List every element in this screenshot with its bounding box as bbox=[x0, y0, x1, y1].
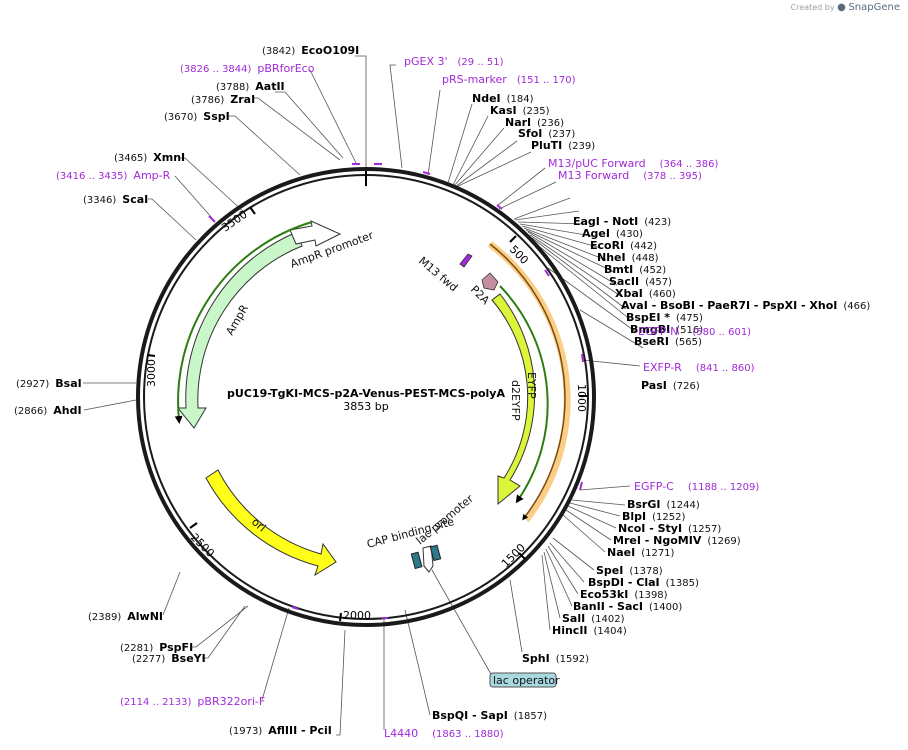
ampr-promoter-arrow bbox=[289, 220, 342, 247]
left-primer-labels: (3826 .. 3844)pBRforEco (3416 .. 3435)Am… bbox=[56, 62, 315, 708]
lac-promoter-arrow bbox=[422, 545, 434, 573]
tick-1000: 1000 bbox=[575, 384, 588, 412]
site-bmgbi[interactable]: BmgBI(516) bbox=[630, 323, 703, 336]
site-mrei-ngomiv[interactable]: MreI - NgoMIV(1269) bbox=[613, 534, 741, 547]
site-spei[interactable]: SpeI(1378) bbox=[596, 564, 663, 577]
m13-fwd-arrow bbox=[459, 253, 473, 268]
primer-egfp-n[interactable]: EGFP-N(580 .. 601) bbox=[638, 325, 751, 338]
site-zrai[interactable]: (3786)ZraI bbox=[191, 93, 255, 106]
site-sali[interactable]: SalI(1402) bbox=[562, 612, 625, 625]
left-site-labels: (3842)EcoO109I (3788)AatII (3786)ZraI (3… bbox=[14, 44, 359, 737]
snapgene-logo: ● bbox=[837, 2, 846, 13]
right-primer-labels: M13/pUC Forward(364 .. 386) M13 Forward(… bbox=[384, 157, 759, 740]
credit-text: Created by bbox=[790, 3, 835, 12]
site-bmti[interactable]: BmtI(452) bbox=[604, 263, 666, 276]
plasmid-length: 3853 bp bbox=[343, 400, 388, 413]
ampr-cds-line bbox=[174, 221, 313, 424]
primer-m13-puc-forward[interactable]: M13/pUC Forward(364 .. 386) bbox=[548, 157, 718, 170]
site-xmni[interactable]: (3465)XmnI bbox=[114, 151, 185, 164]
site-sspi[interactable]: (3670)SspI bbox=[164, 110, 230, 123]
site-bspdi-clai[interactable]: BspDI - ClaI(1385) bbox=[588, 576, 699, 589]
site-blpi[interactable]: BlpI(1252) bbox=[622, 510, 685, 523]
site-sphi[interactable]: SphI(1592) bbox=[522, 652, 589, 665]
backbone-outer bbox=[136, 167, 596, 627]
site-ncoi-styi[interactable]: NcoI - StyI(1257) bbox=[618, 522, 721, 535]
site-xbai[interactable]: XbaI(460) bbox=[615, 287, 676, 300]
site-eagi-noti[interactable]: EagI - NotI(423) bbox=[573, 215, 671, 228]
eyfp-cds-line bbox=[499, 285, 549, 504]
tick-2000: 2000 bbox=[343, 609, 371, 622]
leader-lines bbox=[83, 55, 644, 736]
site-nari[interactable]: NarI(236) bbox=[505, 116, 564, 129]
label-d2eyfp: d2EYFP bbox=[509, 380, 522, 421]
site-pspfi[interactable]: (2281)PspFI bbox=[120, 641, 193, 654]
site-nhei[interactable]: NheI(448) bbox=[597, 251, 659, 264]
site-eco53ki[interactable]: Eco53kI(1398) bbox=[580, 588, 668, 601]
site-ecori[interactable]: EcoRI(442) bbox=[590, 239, 657, 252]
site-scai[interactable]: (3346)ScaI bbox=[83, 193, 148, 206]
site-alwni[interactable]: (2389)AlwNI bbox=[88, 610, 163, 623]
primer-marks bbox=[208, 163, 584, 619]
cap-binding-site bbox=[410, 551, 423, 570]
primer-pgex-3[interactable]: pGEX 3'(29 .. 51) bbox=[404, 55, 504, 68]
credit-brand: SnapGene bbox=[848, 2, 900, 13]
site-bsrgi[interactable]: BsrGI(1244) bbox=[627, 498, 700, 511]
site-aatii[interactable]: (3788)AatII bbox=[216, 80, 285, 93]
site-banii-saci[interactable]: BanII - SacI(1400) bbox=[573, 600, 682, 613]
label-ampr: AmpR bbox=[223, 302, 251, 337]
tick-3000: 3000 bbox=[145, 359, 158, 387]
top-primer-labels: pGEX 3'(29 .. 51) pRS-marker(151 .. 170) bbox=[404, 55, 576, 86]
eyfp-arrow bbox=[491, 293, 536, 506]
site-sfoi[interactable]: SfoI(237) bbox=[518, 127, 575, 140]
site-sacii[interactable]: SacII(457) bbox=[609, 275, 672, 288]
site-bspqi-sapi[interactable]: BspQI - SapI(1857) bbox=[432, 709, 547, 722]
site-ahdi[interactable]: (2866)AhdI bbox=[14, 404, 82, 417]
tick-1500: 1500 bbox=[499, 541, 528, 570]
site-agei[interactable]: AgeI(430) bbox=[582, 227, 643, 240]
site-ecoo109i[interactable]: (3842)EcoO109I bbox=[262, 44, 359, 57]
site-pasi[interactable]: PasI(726) bbox=[641, 379, 700, 392]
right-site-labels: NdeI(184) KasI(235) NarI(236) SfoI(237) … bbox=[432, 92, 870, 722]
site-bspei[interactable]: BspEI *(475) bbox=[626, 311, 703, 324]
primer-egfp-c[interactable]: EGFP-C(1188 .. 1209) bbox=[634, 480, 759, 493]
site-bsai[interactable]: (2927)BsaI bbox=[16, 377, 82, 390]
p2a-arrow bbox=[481, 272, 499, 291]
primer-pbr322ori-f[interactable]: (2114 .. 2133)pBR322ori-F bbox=[120, 695, 265, 708]
site-avai-group[interactable]: AvaI - BsoBI - PaeR7I - PspXI - XhoI(466… bbox=[621, 299, 870, 312]
site-hincii[interactable]: HincII(1404) bbox=[552, 624, 627, 637]
site-bseyi[interactable]: (2277)BseYI bbox=[132, 652, 206, 665]
ampr-arrow bbox=[176, 231, 303, 429]
label-lac-promoter: lac promoter bbox=[414, 492, 477, 548]
lac-operator-block bbox=[429, 544, 442, 562]
site-kasi[interactable]: KasI(235) bbox=[490, 104, 550, 117]
primer-amp-r[interactable]: (3416 .. 3435)Amp-R bbox=[56, 169, 171, 182]
ori-arrow bbox=[205, 469, 337, 577]
primer-prs-marker[interactable]: pRS-marker(151 .. 170) bbox=[442, 73, 576, 86]
plasmid-name: pUC19-TgKI-MCS-p2A-Venus-PEST-MCS-polyA bbox=[227, 387, 505, 400]
primer-exfp-r[interactable]: EXFP-R(841 .. 860) bbox=[643, 361, 755, 374]
credit: Created by ● SnapGene bbox=[791, 2, 900, 13]
label-lac-operator: lac operator bbox=[493, 674, 560, 687]
site-naei[interactable]: NaeI(1271) bbox=[607, 546, 675, 559]
site-bseri[interactable]: BseRI(565) bbox=[634, 335, 702, 348]
label-eyfp: EYFP bbox=[525, 372, 538, 399]
site-ndei[interactable]: NdeI(184) bbox=[472, 92, 534, 105]
d2eyfp-outer-line bbox=[489, 243, 566, 521]
site-pluti[interactable]: PluTI(239) bbox=[531, 139, 595, 152]
primer-m13-forward[interactable]: M13 Forward(378 .. 395) bbox=[558, 169, 702, 182]
scale-ticks bbox=[146, 206, 587, 622]
primer-pbrforeco[interactable]: (3826 .. 3844)pBRforEco bbox=[180, 62, 315, 75]
primer-l4440[interactable]: L4440(1863 .. 1880) bbox=[384, 727, 504, 740]
label-m13-fwd: M13 fwd bbox=[416, 254, 460, 294]
site-afliii-pcii[interactable]: (1973)AflIII - PciI bbox=[229, 724, 332, 737]
lac-operator-box bbox=[489, 672, 557, 688]
